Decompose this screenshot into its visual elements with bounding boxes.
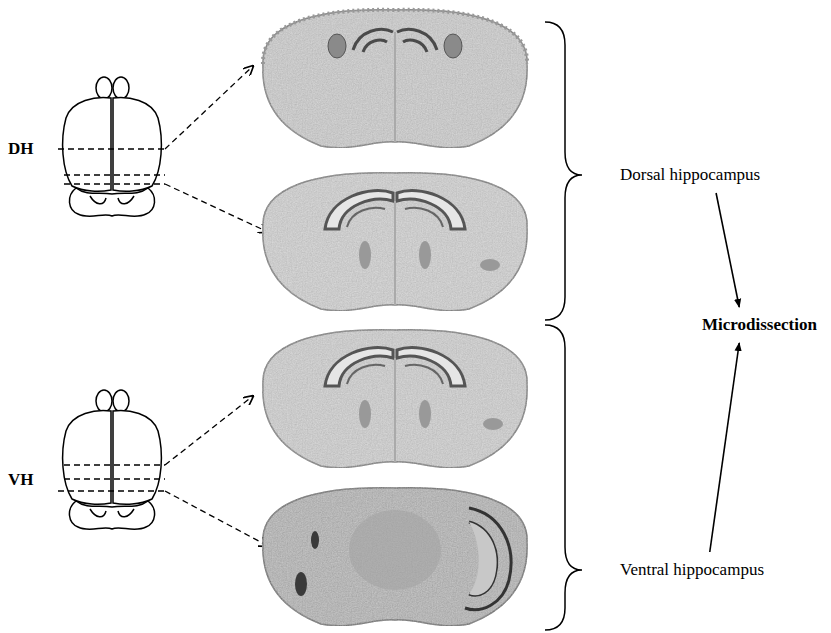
- coronal-slice: [480, 259, 500, 271]
- curly-brace: [545, 22, 582, 320]
- coronal-slice: [325, 191, 393, 229]
- brain-top-view: [96, 77, 112, 99]
- brain-top-view: [165, 396, 253, 465]
- coronal-slice: [419, 241, 431, 269]
- coronal-slice: [363, 40, 387, 52]
- brain-top-view: [58, 490, 165, 491]
- coronal-slice: [263, 488, 527, 626]
- coronal-slice: [359, 400, 503, 430]
- coronal-slice: [349, 510, 441, 590]
- coronal-slice: [353, 29, 393, 50]
- coronal-slice: [328, 34, 346, 58]
- coronal-slice: [397, 191, 465, 229]
- coronal-slice: [394, 358, 396, 462]
- coronal-slice: [405, 365, 443, 384]
- brain-top-view: [58, 148, 165, 149]
- coronal-slice: [263, 330, 527, 468]
- coronal-slice: [465, 508, 511, 610]
- coronal-slice: [263, 488, 527, 626]
- brain-top-view: [90, 196, 134, 204]
- node-text: Microdissection: [702, 315, 817, 335]
- brain-top-view: [69, 188, 154, 216]
- coronal-slice: [444, 34, 462, 58]
- brain-top-view: [58, 390, 268, 546]
- curly-brace: [545, 325, 582, 630]
- coronal-slice: [397, 348, 465, 386]
- coronal-slice: [263, 173, 527, 311]
- coronal-slice: [394, 201, 396, 305]
- coronal-slice: [483, 418, 503, 430]
- region-label: DH: [8, 139, 34, 159]
- brain-top-view: [63, 390, 162, 529]
- text-node: Dorsal hippocampus: [618, 163, 762, 187]
- brain-top-view: [58, 66, 268, 232]
- coronal-slice: [397, 29, 437, 50]
- brain-top-view: [113, 77, 129, 99]
- text-node: Microdissection: [700, 313, 819, 337]
- brain-top-view: [113, 98, 161, 192]
- coronal-slice: [405, 208, 443, 227]
- brain-top-view: [58, 66, 268, 232]
- text-node: Ventral hippocampus: [618, 558, 766, 582]
- coronal-slice: [263, 173, 527, 311]
- coronal-slice: [359, 400, 371, 428]
- node-text: Ventral hippocampus: [620, 560, 764, 580]
- coronal-slice: [469, 522, 497, 595]
- coronal-slice: [325, 348, 393, 386]
- brain-top-view: [64, 464, 165, 465]
- coronal-slice: [359, 241, 500, 271]
- coronal-slice: [263, 10, 527, 148]
- coronal-slice: [295, 531, 319, 596]
- brain-top-view: [165, 66, 253, 149]
- coronal-slice: [403, 40, 427, 52]
- coronal-slice: [394, 32, 396, 142]
- coronal-slice: [419, 400, 431, 428]
- brain-top-view: [64, 174, 165, 175]
- flow-arrow: [710, 343, 739, 552]
- node-text: Dorsal hippocampus: [620, 165, 760, 185]
- coronal-slice: [311, 531, 319, 549]
- brain-top-view: [165, 491, 268, 546]
- brain-top-view: [63, 77, 162, 216]
- coronal-slice: [347, 365, 385, 384]
- coronal-slice: [465, 508, 511, 610]
- curly-brace: [545, 22, 582, 630]
- coronal-slice: [295, 572, 307, 596]
- region-label: VH: [8, 470, 34, 490]
- coronal-slice: [263, 330, 527, 468]
- brain-top-view: [58, 396, 268, 546]
- coronal-slice: [347, 208, 385, 227]
- coronal-slice: [359, 241, 371, 269]
- brain-top-view: [165, 184, 268, 232]
- brain-top-view: [64, 478, 165, 479]
- brain-top-view: [64, 183, 165, 184]
- flow-arrow: [716, 193, 739, 307]
- coronal-slice: [469, 522, 497, 595]
- coronal-slice: [263, 10, 527, 148]
- brain-top-view: [63, 98, 111, 192]
